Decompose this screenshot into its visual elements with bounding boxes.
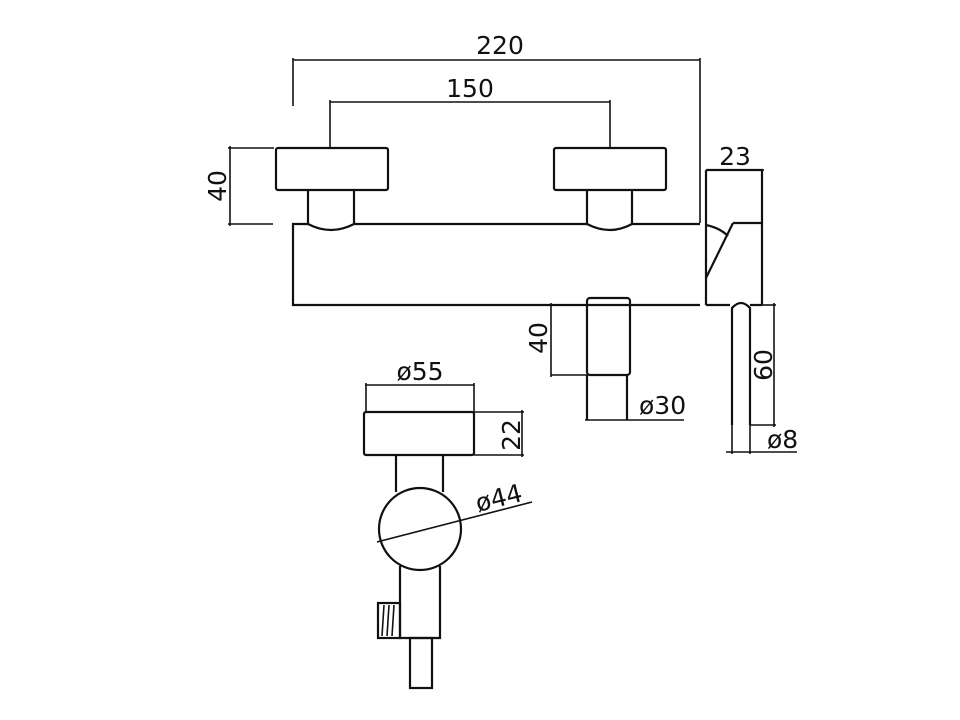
dimension-220-label: 220 — [476, 31, 524, 60]
dimension-o55-label: ø55 — [396, 357, 443, 386]
dimension-o30-label: ø30 — [639, 391, 686, 420]
outlet: 40 ø30 — [524, 296, 686, 421]
dimension-23-label: 23 — [719, 142, 751, 171]
dimension-220: 220 — [292, 31, 701, 223]
left-handle — [274, 146, 390, 232]
dimension-60-label: 60 — [749, 349, 778, 381]
right-handle — [552, 146, 668, 232]
bottom-view: ø55 22 ø44 — [362, 357, 533, 690]
dimension-o44-label: ø44 — [472, 478, 525, 518]
dimension-handle-height-label: 40 — [203, 170, 232, 202]
dimension-handle-height: 40 — [203, 146, 274, 226]
dimension-22-label: 22 — [497, 419, 526, 451]
spout-pipe: 60 ø8 — [726, 301, 798, 454]
dimension-150: 150 — [329, 74, 611, 148]
dimension-150-label: 150 — [446, 74, 494, 103]
mixer-body — [291, 222, 700, 307]
dimension-o8-label: ø8 — [767, 425, 798, 454]
side-view-plate: 23 — [704, 142, 764, 307]
dimension-outlet-height-label: 40 — [524, 322, 553, 354]
